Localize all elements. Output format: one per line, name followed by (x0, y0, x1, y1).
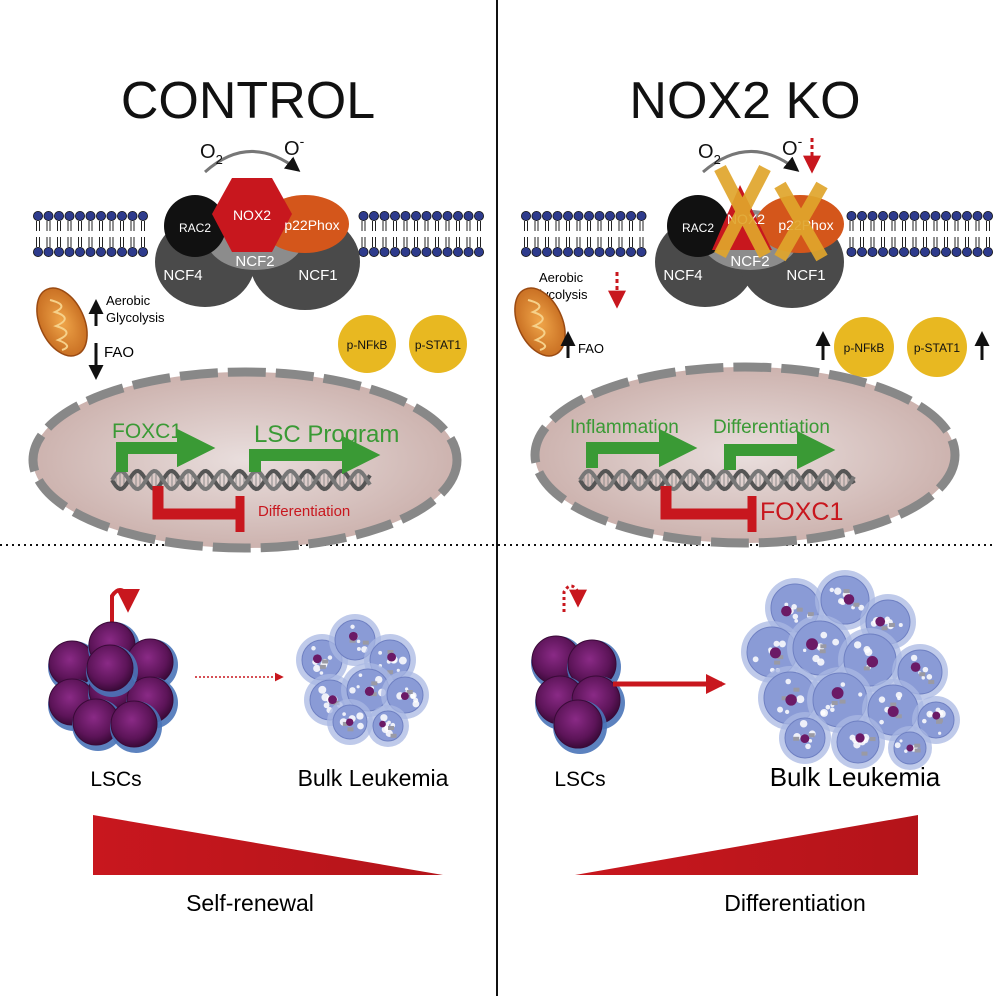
o2-subscript: 2 (216, 152, 223, 167)
ncf1-label: NCF1 (786, 267, 825, 284)
bulk-leukemia-cluster-control (296, 614, 429, 747)
nox2-subunit (212, 178, 292, 252)
ncf2-label: NCF2 (235, 253, 274, 270)
rac2-subunit (164, 195, 226, 257)
lsc-cluster-knockout (531, 635, 625, 754)
p-stat1-label: p-STAT1 (415, 338, 462, 352)
cell-membrane (33, 210, 484, 257)
o2-label: O (698, 141, 714, 163)
p-stat1-label: p-STAT1 (914, 341, 961, 355)
differentiation-wedge (575, 815, 918, 875)
repression-bar (152, 486, 238, 520)
transcription-arrow (586, 428, 698, 468)
nox2-label: NOX2 (233, 207, 271, 223)
p-nfkb-label: p-NFkB (347, 338, 388, 352)
transcription-arrow (116, 428, 216, 472)
differentiation-gene-label: Differentiation (713, 417, 830, 438)
o2-label: O (200, 141, 216, 163)
control-title: CONTROL (121, 72, 375, 130)
p-nfkb-label: p-NFkB (844, 341, 885, 355)
ncf4-label: NCF4 (663, 267, 702, 284)
superoxide-arc-arrow (204, 150, 301, 174)
bulk-leukemia-label: Bulk Leukemia (770, 762, 941, 792)
superoxide-label: O (284, 138, 300, 160)
svg-text:O-: O- (284, 133, 305, 160)
cell-membrane (521, 210, 994, 257)
nucleus-control (28, 367, 462, 553)
superoxide-superscript: - (300, 133, 305, 149)
svg-text:O-: O- (782, 133, 803, 160)
lscs-label: LSCs (90, 768, 141, 791)
self-renewal-loop-arrow (110, 588, 140, 622)
foxc1-gene-label: FOXC1 (112, 420, 182, 443)
dna-helix (578, 468, 856, 492)
ncf4-label: NCF4 (163, 267, 202, 284)
knockout-x-icon (774, 181, 828, 262)
p22phox-label: p22Phox (284, 217, 339, 233)
superoxide-superscript: - (798, 133, 803, 149)
nox2-complex-control: O2 O- NOX2 RAC2 p22Phox NCF4 NCF2 NCF1 (155, 133, 360, 310)
nox2-complex-knockout: O2 O- NOX2 RAC2 p22Phox NCF4 NCF2 NCF1 (655, 133, 844, 308)
fao-label: FAO (578, 341, 604, 356)
p-stat1-badge (907, 317, 967, 377)
self-renewal-label: Self-renewal (186, 890, 314, 916)
ncf1-label: NCF1 (298, 267, 337, 284)
differentiation-label: Differentiation (724, 890, 866, 916)
aerobic-label: Aerobic (106, 293, 151, 308)
p-nfkb-badge (338, 315, 396, 373)
svg-text:O2: O2 (200, 141, 223, 167)
svg-text:O2: O2 (698, 141, 721, 167)
self-renewal-loop-arrow-dashed (562, 584, 587, 612)
bulk-leukemia-cluster-knockout (741, 570, 960, 770)
repressed-label: Differentiation (258, 503, 350, 520)
superoxide-label: O (782, 138, 798, 160)
foxc1-repressed-label: FOXC1 (760, 498, 843, 526)
transcription-arrow (249, 435, 381, 475)
aerobic-label: Aerobic (539, 270, 584, 285)
glycolysis-label: Glycolysis (106, 310, 165, 325)
lsc-program-label: LSC Program (254, 421, 399, 448)
mitochondrion-icon (36, 287, 88, 357)
inflammation-label: Inflammation (570, 417, 679, 438)
rac2-label: RAC2 (179, 221, 211, 235)
p-nfkb-badge (834, 317, 894, 377)
superoxide-arc-arrow (702, 150, 800, 174)
p-stat1-badge (409, 315, 467, 373)
transcription-arrow (724, 430, 836, 470)
lsc-cluster-control (48, 621, 178, 753)
repression-bar (660, 486, 750, 520)
mitochondrion-icon (514, 287, 566, 357)
o2-subscript: 2 (714, 152, 721, 167)
nox2-ko-title: NOX2 KO (629, 72, 860, 130)
self-renewal-wedge (93, 815, 443, 875)
knockout-x-icon (714, 165, 771, 258)
rac2-label: RAC2 (682, 221, 714, 235)
bulk-leukemia-label: Bulk Leukemia (298, 765, 449, 791)
fao-label: FAO (104, 344, 134, 361)
lscs-label: LSCs (554, 768, 605, 791)
rac2-subunit (667, 195, 729, 257)
